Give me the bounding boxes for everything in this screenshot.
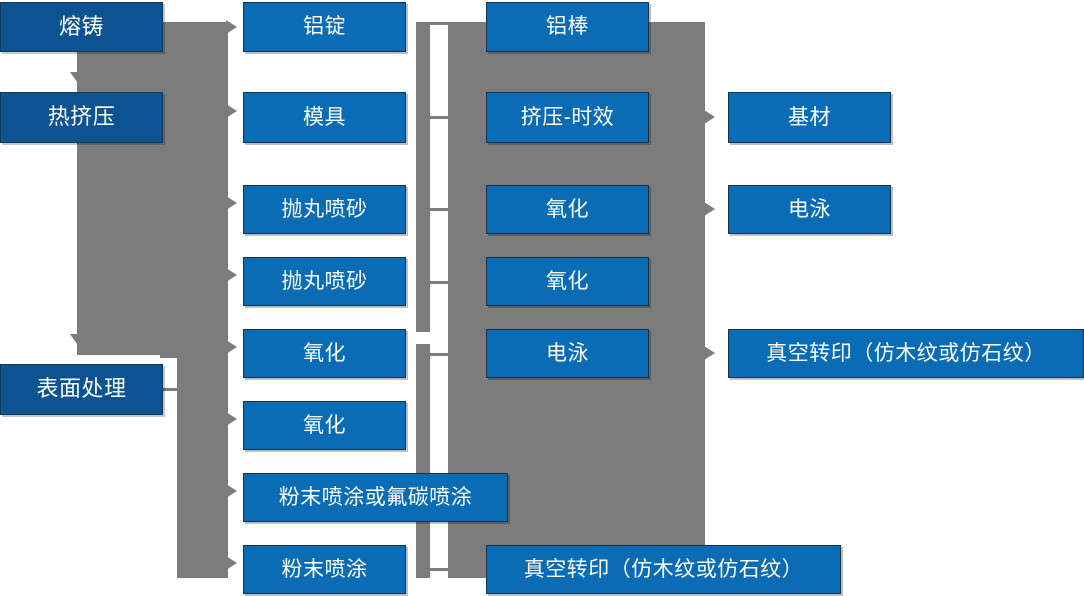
arrow-to-output-3 (704, 346, 715, 360)
arrow-to-input-1 (226, 20, 237, 34)
input-to-process-bar-lower (416, 344, 430, 578)
surface-treatment-stem (163, 388, 179, 391)
process-label-extrusion-aging: 挤压-时效 (520, 105, 615, 129)
process-box-electrophoresis[interactable]: 电泳 (486, 329, 649, 378)
arrow-down-melting-to-extrusion (70, 72, 84, 82)
arrow-down-extrusion-to-surface (70, 334, 84, 344)
stage-box-surface-treatment[interactable]: 表面处理 (0, 364, 163, 415)
input-box-aluminum-ingot[interactable]: 铝锭 (243, 2, 406, 52)
arrow-to-input-4 (226, 268, 237, 282)
input-box-shot-blasting-1[interactable]: 抛丸喷砂 (243, 185, 406, 234)
stage-to-input-trunk (0, 0, 245, 596)
output-box-base-material[interactable]: 基材 (728, 92, 891, 143)
process-label-oxidation-1: 氧化 (546, 197, 589, 221)
output-label-vacuum-transfer: 真空转印（仿木纹或仿石纹） (766, 341, 1046, 365)
arrow-to-input-8 (226, 556, 237, 570)
stage-label-melting-casting: 熔铸 (58, 13, 104, 39)
tick-connector-6 (430, 568, 450, 571)
stage-box-melting-casting[interactable]: 熔铸 (0, 2, 163, 52)
input-label-shot-blasting-2: 抛丸喷砂 (281, 269, 368, 293)
input-box-powder-or-fluorocarbon-coating[interactable]: 粉末喷涂或氟碳喷涂 (243, 473, 508, 522)
output-label-base-material: 基材 (788, 105, 831, 129)
process-label-aluminum-bar: 铝棒 (546, 15, 589, 39)
input-box-oxidation-1[interactable]: 氧化 (243, 329, 406, 378)
process-box-oxidation-1[interactable]: 氧化 (486, 185, 649, 234)
arrow-to-output-2 (704, 202, 715, 216)
tick-connector-2 (430, 116, 450, 119)
input-label-mould: 模具 (303, 105, 346, 129)
arrow-to-input-2 (226, 104, 237, 118)
output-label-electrophoresis: 电泳 (788, 197, 831, 221)
input-label-aluminum-ingot: 铝锭 (303, 15, 346, 39)
input-label-oxidation-2: 氧化 (303, 413, 346, 437)
input-label-shot-blasting-1: 抛丸喷砂 (281, 197, 368, 221)
arrow-to-input-3 (226, 196, 237, 210)
process-box-oxidation-2[interactable]: 氧化 (486, 257, 649, 306)
arrow-to-input-5 (226, 340, 237, 354)
input-box-mould[interactable]: 模具 (243, 92, 406, 143)
process-label-electrophoresis: 电泳 (546, 341, 589, 365)
input-label-oxidation-1: 氧化 (303, 341, 346, 365)
process-box-vacuum-transfer[interactable]: 真空转印（仿木纹或仿石纹） (486, 545, 841, 594)
input-to-process-bar-upper (416, 22, 430, 332)
input-label-powder-or-fluorocarbon-coating: 粉末喷涂或氟碳喷涂 (278, 485, 473, 509)
input-box-shot-blasting-2[interactable]: 抛丸喷砂 (243, 257, 406, 306)
input-label-powder-coating: 粉末喷涂 (281, 557, 368, 581)
stage-label-surface-treatment: 表面处理 (36, 376, 127, 402)
tick-connector-4 (430, 281, 450, 284)
output-box-electrophoresis[interactable]: 电泳 (728, 185, 891, 234)
arrow-to-output-1 (704, 110, 715, 124)
output-box-vacuum-transfer[interactable]: 真空转印（仿木纹或仿石纹） (728, 329, 1084, 378)
input-box-oxidation-2[interactable]: 氧化 (243, 401, 406, 450)
tick-connector-3 (430, 208, 450, 211)
process-box-aluminum-bar[interactable]: 铝棒 (486, 2, 649, 52)
input-box-powder-coating[interactable]: 粉末喷涂 (243, 545, 406, 594)
stage-label-hot-extrusion: 热挤压 (47, 104, 116, 130)
tick-connector-5 (430, 353, 450, 356)
process-box-extrusion-aging[interactable]: 挤压-时效 (486, 92, 649, 143)
arrow-to-input-7 (226, 484, 237, 498)
tick-connector-1 (430, 22, 450, 25)
process-label-oxidation-2: 氧化 (546, 269, 589, 293)
process-label-vacuum-transfer: 真空转印（仿木纹或仿石纹） (523, 557, 804, 581)
arrow-to-input-6 (226, 412, 237, 426)
stage-box-hot-extrusion[interactable]: 热挤压 (0, 92, 163, 143)
